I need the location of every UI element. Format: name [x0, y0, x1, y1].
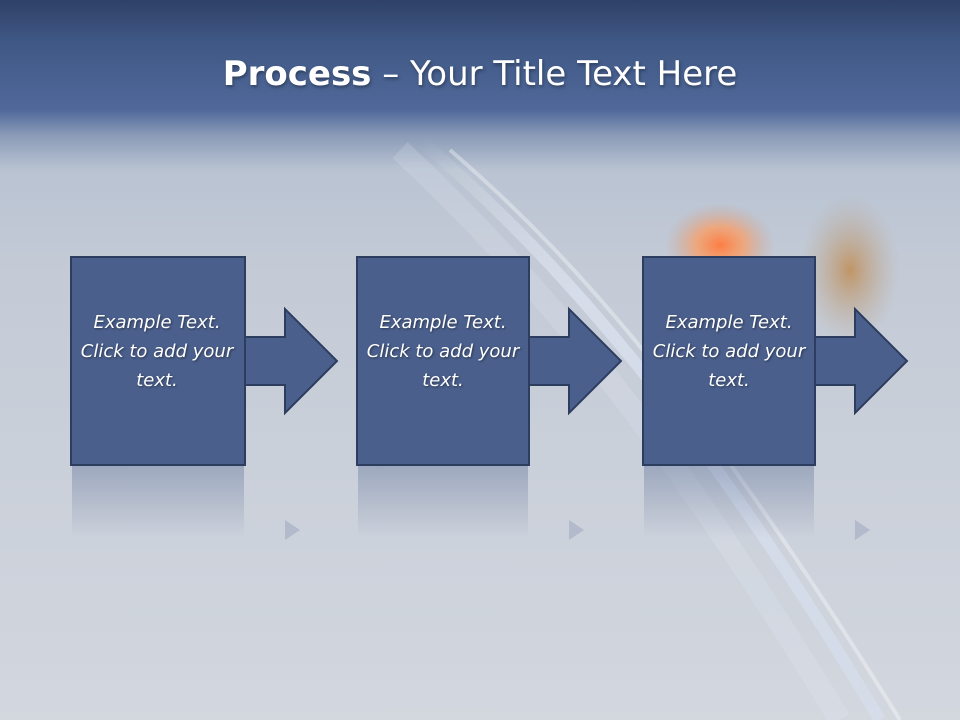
step-1-graphic[interactable]: [70, 256, 339, 540]
title-bold-text: Process: [222, 54, 372, 94]
step-2-graphic[interactable]: [356, 256, 623, 540]
step-1-text[interactable]: Example Text. Click to add your text.: [80, 312, 234, 391]
step-3-text[interactable]: Example Text. Click to add your text.: [652, 312, 806, 391]
slide-title[interactable]: Process – Your Title Text Here: [0, 52, 960, 96]
title-rest-text: – Your Title Text Here: [371, 54, 738, 94]
step-2-text[interactable]: Example Text. Click to add your text.: [366, 312, 520, 391]
step-3-graphic[interactable]: [642, 256, 909, 540]
